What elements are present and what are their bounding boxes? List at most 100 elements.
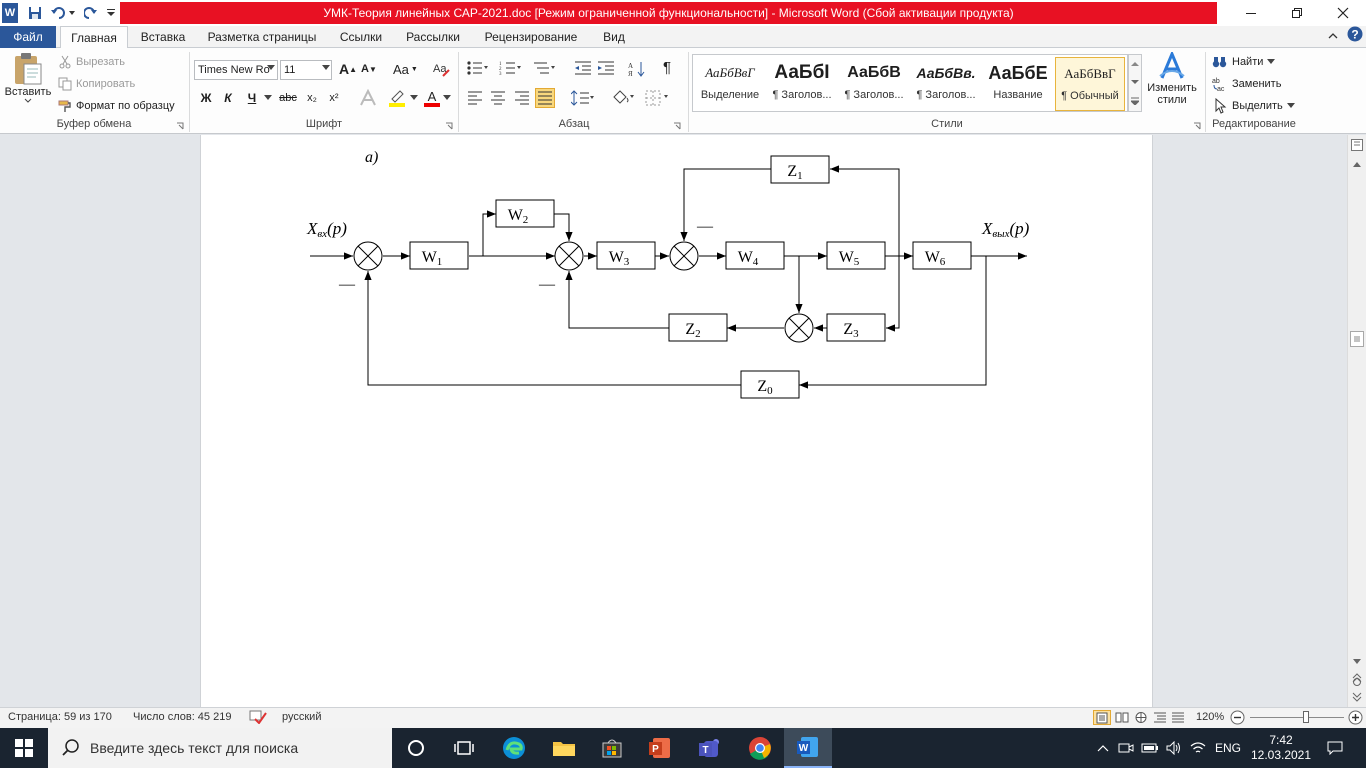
change-styles-button[interactable]: Изменить стили bbox=[1144, 52, 1200, 116]
align-right-button[interactable] bbox=[512, 88, 532, 108]
text-effects-button[interactable] bbox=[358, 88, 378, 108]
taskbar-search-box[interactable]: Введите здесь текст для поиска bbox=[48, 728, 392, 768]
print-layout-view-button[interactable] bbox=[1093, 710, 1111, 725]
next-page-icon[interactable] bbox=[1352, 691, 1362, 702]
language-indicator[interactable]: русский bbox=[282, 711, 322, 723]
font-name-dropdown-icon[interactable] bbox=[267, 65, 275, 71]
style-heading-1[interactable]: АаБбI ¶ Заголов... bbox=[767, 57, 837, 111]
italic-button[interactable]: К bbox=[218, 88, 238, 108]
cortana-button[interactable] bbox=[392, 728, 440, 768]
superscript-button[interactable]: x² bbox=[324, 88, 344, 108]
word-count[interactable]: Число слов: 45 219 bbox=[133, 711, 232, 723]
style-title[interactable]: АаБбЕ Название bbox=[983, 57, 1053, 111]
zoom-in-button[interactable] bbox=[1348, 710, 1363, 728]
multilevel-list-button[interactable] bbox=[533, 60, 555, 76]
paste-button[interactable]: Вставить bbox=[4, 52, 52, 114]
paragraph-dialog-launcher-icon[interactable] bbox=[673, 122, 681, 130]
show-hidden-icons[interactable] bbox=[1094, 728, 1112, 768]
tab-review[interactable]: Рецензирование bbox=[484, 30, 578, 44]
undo-icon[interactable] bbox=[48, 3, 78, 23]
outline-view-button[interactable] bbox=[1153, 711, 1167, 727]
scroll-thumb[interactable] bbox=[1350, 331, 1364, 347]
strikethrough-button[interactable]: abc bbox=[278, 88, 298, 108]
save-icon[interactable] bbox=[26, 3, 44, 23]
taskbar-teams[interactable]: T bbox=[686, 728, 734, 768]
format-painter-button[interactable]: Формат по образцу bbox=[58, 98, 175, 114]
cut-button[interactable]: Вырезать bbox=[58, 54, 125, 70]
select-button[interactable]: Выделить bbox=[1212, 98, 1295, 114]
minimize-button[interactable] bbox=[1228, 0, 1274, 26]
font-name-combobox[interactable]: Times New Ro bbox=[194, 60, 278, 80]
close-button[interactable] bbox=[1320, 0, 1366, 26]
ruler-toggle-icon[interactable] bbox=[1351, 139, 1363, 151]
page-counter[interactable]: Страница: 59 из 170 bbox=[8, 711, 112, 723]
font-dialog-launcher-icon[interactable] bbox=[445, 122, 453, 130]
zoom-out-button[interactable] bbox=[1230, 710, 1245, 728]
shading-button[interactable] bbox=[610, 88, 636, 108]
scroll-down-arrow-icon[interactable] bbox=[1352, 655, 1362, 664]
tab-page-layout[interactable]: Разметка страницы bbox=[207, 30, 317, 44]
style-heading-3[interactable]: АаБбВв. ¶ Заголов... bbox=[911, 57, 981, 111]
taskbar-edge[interactable] bbox=[490, 728, 538, 768]
grow-font-button[interactable]: A▲ bbox=[339, 61, 358, 77]
font-color-button[interactable]: A bbox=[422, 88, 442, 108]
tab-mailings[interactable]: Рассылки bbox=[406, 30, 460, 44]
align-left-button[interactable] bbox=[465, 88, 485, 108]
meet-now-icon[interactable] bbox=[1116, 728, 1136, 768]
copy-button[interactable]: Копировать bbox=[58, 76, 135, 92]
style-emphasis[interactable]: АаБбВвГ Выделение bbox=[695, 57, 765, 111]
tab-file[interactable]: Файл bbox=[0, 26, 56, 48]
tab-home[interactable]: Главная bbox=[60, 26, 128, 49]
taskbar-word-active[interactable]: W bbox=[784, 728, 832, 768]
bold-button[interactable]: Ж bbox=[196, 88, 216, 108]
styles-scroll[interactable] bbox=[1128, 54, 1142, 112]
clock[interactable]: 7:42 12.03.2021 bbox=[1251, 728, 1311, 768]
input-language-indicator[interactable]: ENG bbox=[1214, 741, 1241, 755]
help-icon[interactable]: ? bbox=[1346, 26, 1364, 48]
font-size-dropdown-icon[interactable] bbox=[322, 65, 330, 71]
word-app-icon[interactable]: W bbox=[2, 3, 18, 23]
document-page[interactable]: а) Xвх(p) Xвых(p) bbox=[200, 135, 1153, 707]
volume-icon[interactable] bbox=[1164, 728, 1184, 768]
highlight-dropdown-icon[interactable] bbox=[410, 95, 418, 101]
notifications-button[interactable] bbox=[1320, 728, 1350, 768]
styles-dialog-launcher-icon[interactable] bbox=[1193, 122, 1201, 130]
scroll-up-arrow-icon[interactable] bbox=[1352, 157, 1362, 167]
tab-view[interactable]: Вид bbox=[603, 30, 625, 44]
network-icon[interactable] bbox=[1188, 728, 1208, 768]
minimize-ribbon-icon[interactable] bbox=[1324, 26, 1342, 48]
underline-button[interactable]: Ч bbox=[242, 88, 262, 108]
tab-references[interactable]: Ссылки bbox=[339, 30, 383, 44]
redo-icon[interactable] bbox=[82, 3, 100, 23]
taskbar-store[interactable] bbox=[588, 728, 636, 768]
style-normal[interactable]: АаБбВвГ ¶ Обычный bbox=[1055, 57, 1125, 111]
highlight-button[interactable] bbox=[388, 88, 408, 108]
show-marks-button[interactable]: ¶ bbox=[663, 59, 671, 76]
taskbar-powerpoint[interactable]: P bbox=[636, 728, 684, 768]
underline-dropdown-icon[interactable] bbox=[264, 95, 272, 101]
restore-button[interactable] bbox=[1274, 0, 1320, 26]
find-button[interactable]: Найти bbox=[1212, 54, 1276, 70]
zoom-slider-track[interactable] bbox=[1250, 717, 1344, 718]
borders-button[interactable] bbox=[644, 88, 670, 108]
increase-indent-button[interactable] bbox=[597, 60, 615, 76]
justify-button[interactable] bbox=[535, 88, 555, 108]
vertical-scrollbar[interactable] bbox=[1347, 135, 1366, 707]
taskbar-chrome[interactable] bbox=[736, 728, 784, 768]
dialog-launcher-icon[interactable] bbox=[176, 122, 184, 130]
subscript-button[interactable]: x₂ bbox=[302, 88, 322, 108]
taskbar-file-explorer[interactable] bbox=[540, 728, 588, 768]
font-color-dropdown-icon[interactable] bbox=[443, 95, 451, 101]
web-layout-button[interactable] bbox=[1134, 711, 1148, 727]
tab-insert[interactable]: Вставка bbox=[140, 30, 186, 44]
clear-formatting-button[interactable]: Aa bbox=[433, 60, 451, 78]
zoom-level[interactable]: 120% bbox=[1196, 711, 1225, 723]
align-center-button[interactable] bbox=[488, 88, 508, 108]
start-button[interactable] bbox=[0, 728, 48, 768]
customize-qat-icon[interactable] bbox=[104, 3, 118, 23]
spellcheck-icon[interactable] bbox=[249, 710, 267, 727]
change-case-button[interactable]: Aa▼ bbox=[393, 62, 418, 77]
task-view-button[interactable] bbox=[440, 728, 488, 768]
